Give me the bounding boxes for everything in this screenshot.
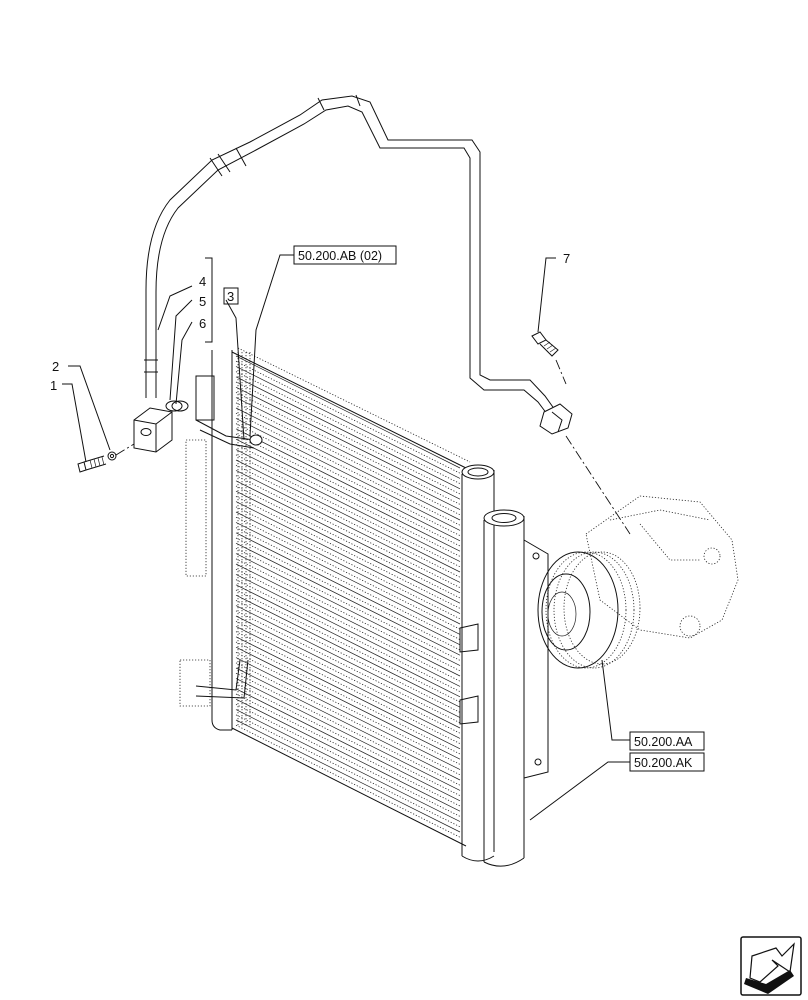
fin-line <box>235 605 461 718</box>
fin-line <box>235 428 461 542</box>
center-line-compressor <box>565 435 631 535</box>
reference-label-aa: 50.200.AA <box>634 735 693 749</box>
fin-line <box>235 412 461 526</box>
callout-1: 1 <box>50 378 57 393</box>
fin-line <box>235 594 461 708</box>
fin-line <box>235 709 461 822</box>
reference-label-ab: 50.200.AB (02) <box>298 249 382 263</box>
fin-line <box>235 496 461 609</box>
center-line-item7 <box>555 359 567 385</box>
fin-line <box>235 615 461 729</box>
fin-line <box>235 522 461 635</box>
fin-line <box>235 574 461 687</box>
callout-4: 4 <box>199 274 206 289</box>
fin-line <box>235 600 461 713</box>
fin-line <box>235 485 461 599</box>
fin-line <box>235 470 461 583</box>
fin-line <box>235 698 461 812</box>
fin-line <box>235 438 461 552</box>
callout-3: 3 <box>227 289 234 304</box>
fin-line <box>235 610 461 724</box>
fin-line <box>235 626 461 739</box>
center-line-bolt <box>115 443 135 456</box>
bolt-item-1 <box>77 451 117 473</box>
reference-label-ak: 50.200.AK <box>634 756 693 770</box>
fin-line <box>235 475 461 588</box>
fin-line <box>235 542 461 656</box>
fin-line <box>235 584 461 698</box>
fin-line <box>235 652 461 765</box>
fin-line <box>235 563 461 677</box>
fin-line <box>235 480 461 594</box>
fin-line <box>235 568 461 682</box>
fin-line <box>235 459 461 573</box>
fin-line <box>235 672 461 786</box>
fin-line <box>235 516 461 630</box>
callout-7: 7 <box>563 251 570 266</box>
fin-line <box>235 418 461 531</box>
fin-line <box>235 397 461 510</box>
arrow-icon[interactable] <box>740 936 802 996</box>
fin-line <box>235 641 461 755</box>
callout-3-box[interactable]: 3 <box>223 287 239 305</box>
reference-50-200-aa[interactable]: 50.200.AA <box>629 731 705 751</box>
fin-line <box>235 683 461 796</box>
fin-line <box>235 402 461 516</box>
fin-line <box>235 386 461 500</box>
condenser <box>179 347 549 867</box>
fin-line <box>235 636 461 750</box>
reference-50-200-ak[interactable]: 50.200.AK <box>629 752 705 772</box>
condenser-fins <box>235 352 461 838</box>
fin-line <box>235 667 461 781</box>
fin-line <box>235 657 461 770</box>
fin-line <box>235 371 461 484</box>
fin-line <box>235 678 461 791</box>
fin-line <box>235 381 461 495</box>
fin-line <box>235 662 461 776</box>
fin-line <box>235 548 461 661</box>
fin-line <box>235 407 461 521</box>
callout-6: 6 <box>199 316 206 331</box>
fin-line <box>235 449 461 562</box>
fin-line <box>235 366 461 479</box>
fin-line <box>235 360 461 474</box>
fin-line <box>235 589 461 703</box>
fin-line <box>235 620 461 734</box>
fin-line <box>235 511 461 625</box>
fin-line <box>235 355 461 469</box>
fin-line <box>235 490 461 604</box>
fin-line <box>235 553 461 666</box>
fin-line <box>235 688 461 802</box>
leader-lines <box>62 254 630 821</box>
fin-line <box>235 646 461 760</box>
fin-line <box>235 724 461 838</box>
fin-line <box>235 376 461 490</box>
fin-line <box>235 527 461 640</box>
callout-2: 2 <box>52 359 59 374</box>
callout-5: 5 <box>199 294 206 309</box>
fin-line <box>235 537 461 651</box>
compressor <box>537 495 739 669</box>
fin-line <box>235 444 461 557</box>
fin-line <box>235 714 461 828</box>
fin-line <box>235 464 461 578</box>
fin-line <box>235 719 461 833</box>
bolt-item-7 <box>531 331 559 357</box>
fin-line <box>235 693 461 807</box>
fin-line <box>235 704 461 817</box>
fin-line <box>235 454 461 568</box>
fin-line <box>235 532 461 646</box>
fin-line <box>235 433 461 547</box>
fin-line <box>235 631 461 744</box>
fin-line <box>235 558 461 672</box>
ac-pipe-line <box>133 94 573 453</box>
fin-line <box>235 423 461 536</box>
reference-50-200-ab[interactable]: 50.200.AB (02) <box>293 245 397 265</box>
fin-line <box>235 501 461 614</box>
fin-line <box>235 506 461 620</box>
fin-line <box>235 579 461 692</box>
